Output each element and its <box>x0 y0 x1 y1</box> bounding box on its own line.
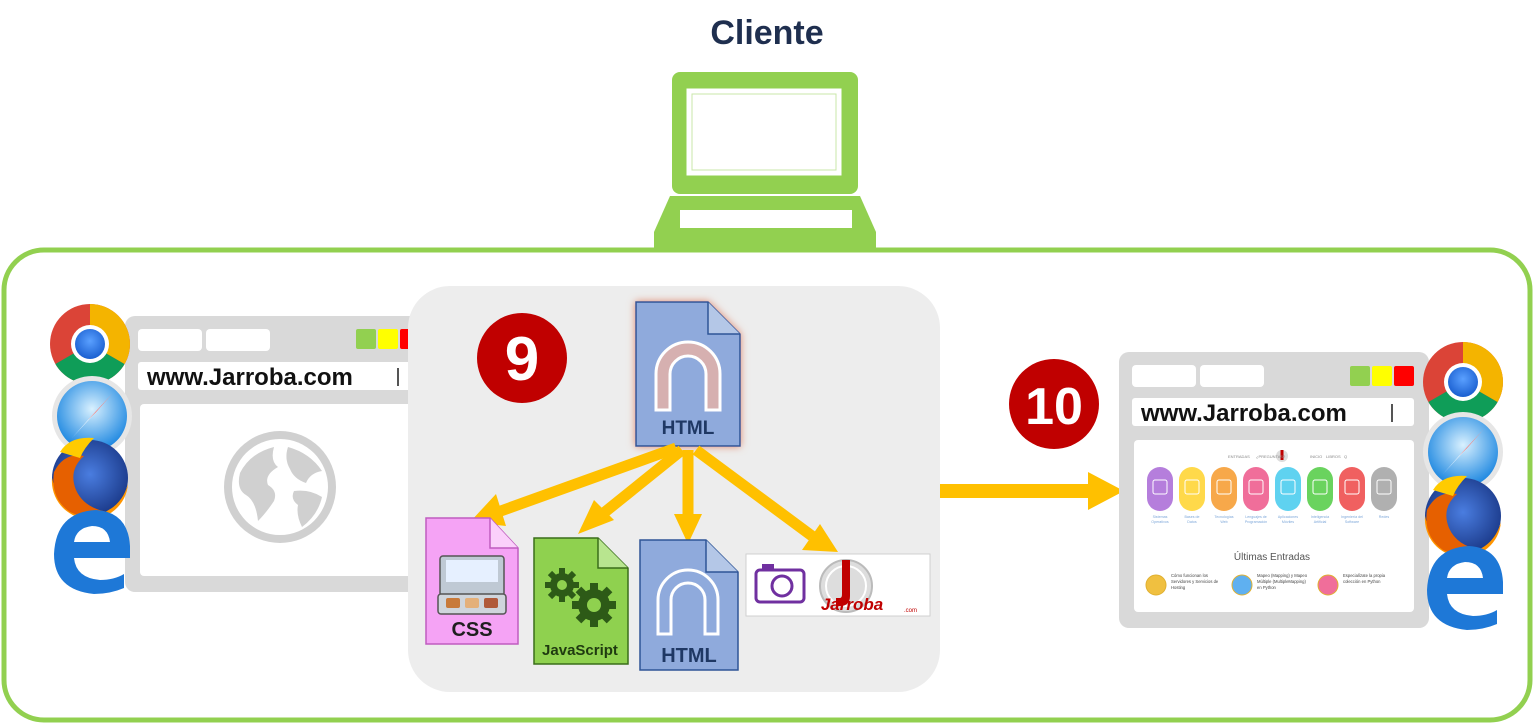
edge-icon <box>1427 546 1503 630</box>
right-url-text: www.Jarroba.com <box>1140 400 1347 427</box>
post-thumbnail <box>1317 574 1339 596</box>
category-pill <box>1307 467 1333 511</box>
javascript-label: JavaScript <box>542 642 618 659</box>
post-title: Mapeo (Mapping) y Mapeo <box>1257 573 1308 578</box>
category-pill <box>1147 467 1173 511</box>
category-label: Inteligencia <box>1311 515 1329 519</box>
category-icon <box>1312 479 1328 495</box>
category-icon <box>1152 479 1168 495</box>
arch-icon <box>654 340 722 412</box>
jarroba-logo <box>819 559 873 613</box>
category-label: Artificial <box>1314 520 1327 524</box>
category-pill <box>1179 467 1205 511</box>
gear-icon <box>572 583 616 627</box>
category-label: Móviles <box>1282 520 1294 524</box>
category-label: Programación <box>1245 520 1267 524</box>
post-thumbnail <box>1231 574 1253 596</box>
category-label: Software <box>1345 520 1359 524</box>
category-icon <box>1184 479 1200 495</box>
mini-nav-item: ¿PREGUNTAS? <box>1256 454 1286 459</box>
category-pill <box>1339 467 1365 511</box>
category-icon <box>1216 479 1232 495</box>
category-label: Tecnologías <box>1214 515 1233 519</box>
category-label: Datos <box>1187 520 1197 524</box>
category-icon <box>1344 479 1360 495</box>
step-9-label: 9 <box>505 325 539 394</box>
post-title: colección en Python <box>1343 579 1381 584</box>
post-title: Especialízate la propia <box>1343 573 1386 578</box>
latest-entries-title: Últimas Entradas <box>1234 550 1310 563</box>
post-title: Cómo funcionan los <box>1171 573 1208 578</box>
firefox-icon <box>51 437 129 520</box>
client-title: Cliente <box>710 14 824 52</box>
firefox-icon <box>1424 475 1501 558</box>
category-label: Aplicaciones <box>1278 515 1298 519</box>
category-label: Bases de <box>1185 515 1200 519</box>
css-file-icon <box>425 517 519 645</box>
mini-nav-item: ENTRADAS <box>1228 454 1250 459</box>
category-pill <box>1275 467 1301 511</box>
step-9-badge <box>477 313 567 403</box>
category-icon <box>1280 479 1296 495</box>
html-label: HTML <box>661 645 717 667</box>
css-label: CSS <box>451 619 492 641</box>
laptop-icon <box>654 72 876 248</box>
step-10-badge <box>1009 359 1099 449</box>
gear-icon <box>545 568 579 602</box>
category-label: Web <box>1220 520 1227 524</box>
category-label: Ingeniería del <box>1341 515 1363 519</box>
globe-icon <box>224 431 336 543</box>
category-icon <box>1376 479 1392 495</box>
camera-icon <box>754 564 806 604</box>
category-icon <box>1248 479 1264 495</box>
category-label: Lenguajes de <box>1245 515 1267 519</box>
main-html-label: HTML <box>662 418 715 439</box>
html-file-icon <box>639 539 739 671</box>
left-url-text: www.Jarroba.com <box>146 364 353 391</box>
safari-icon <box>1423 412 1503 492</box>
category-pill <box>1243 467 1269 511</box>
mini-nav-item: INICIO <box>1310 454 1322 459</box>
edge-icon <box>54 510 130 594</box>
jarroba-logo-suffix: .com <box>904 608 917 614</box>
mini-nav-item: LIBROS <box>1326 454 1341 459</box>
jarroba-logo-text: Jarroba <box>821 595 883 614</box>
category-pill <box>1371 467 1397 511</box>
mini-nav-item: Q <box>1344 454 1347 459</box>
post-title: Servidores y Servicios de <box>1171 579 1219 584</box>
category-pill <box>1211 467 1237 511</box>
safari-icon <box>52 376 132 456</box>
post-title: Hosting <box>1171 585 1186 590</box>
post-title: Múltiple (MultipleMapping) <box>1257 579 1306 584</box>
post-thumbnail <box>1145 574 1167 596</box>
post-title: en Python <box>1257 585 1277 590</box>
client-frame <box>1 247 1533 723</box>
site-logo <box>1276 450 1288 462</box>
category-label: Sistemas <box>1153 515 1168 519</box>
arrows <box>470 442 1124 552</box>
category-label: Redes <box>1379 515 1390 519</box>
step-10-label: 10 <box>1025 378 1083 436</box>
category-label: Operativos <box>1151 520 1169 524</box>
